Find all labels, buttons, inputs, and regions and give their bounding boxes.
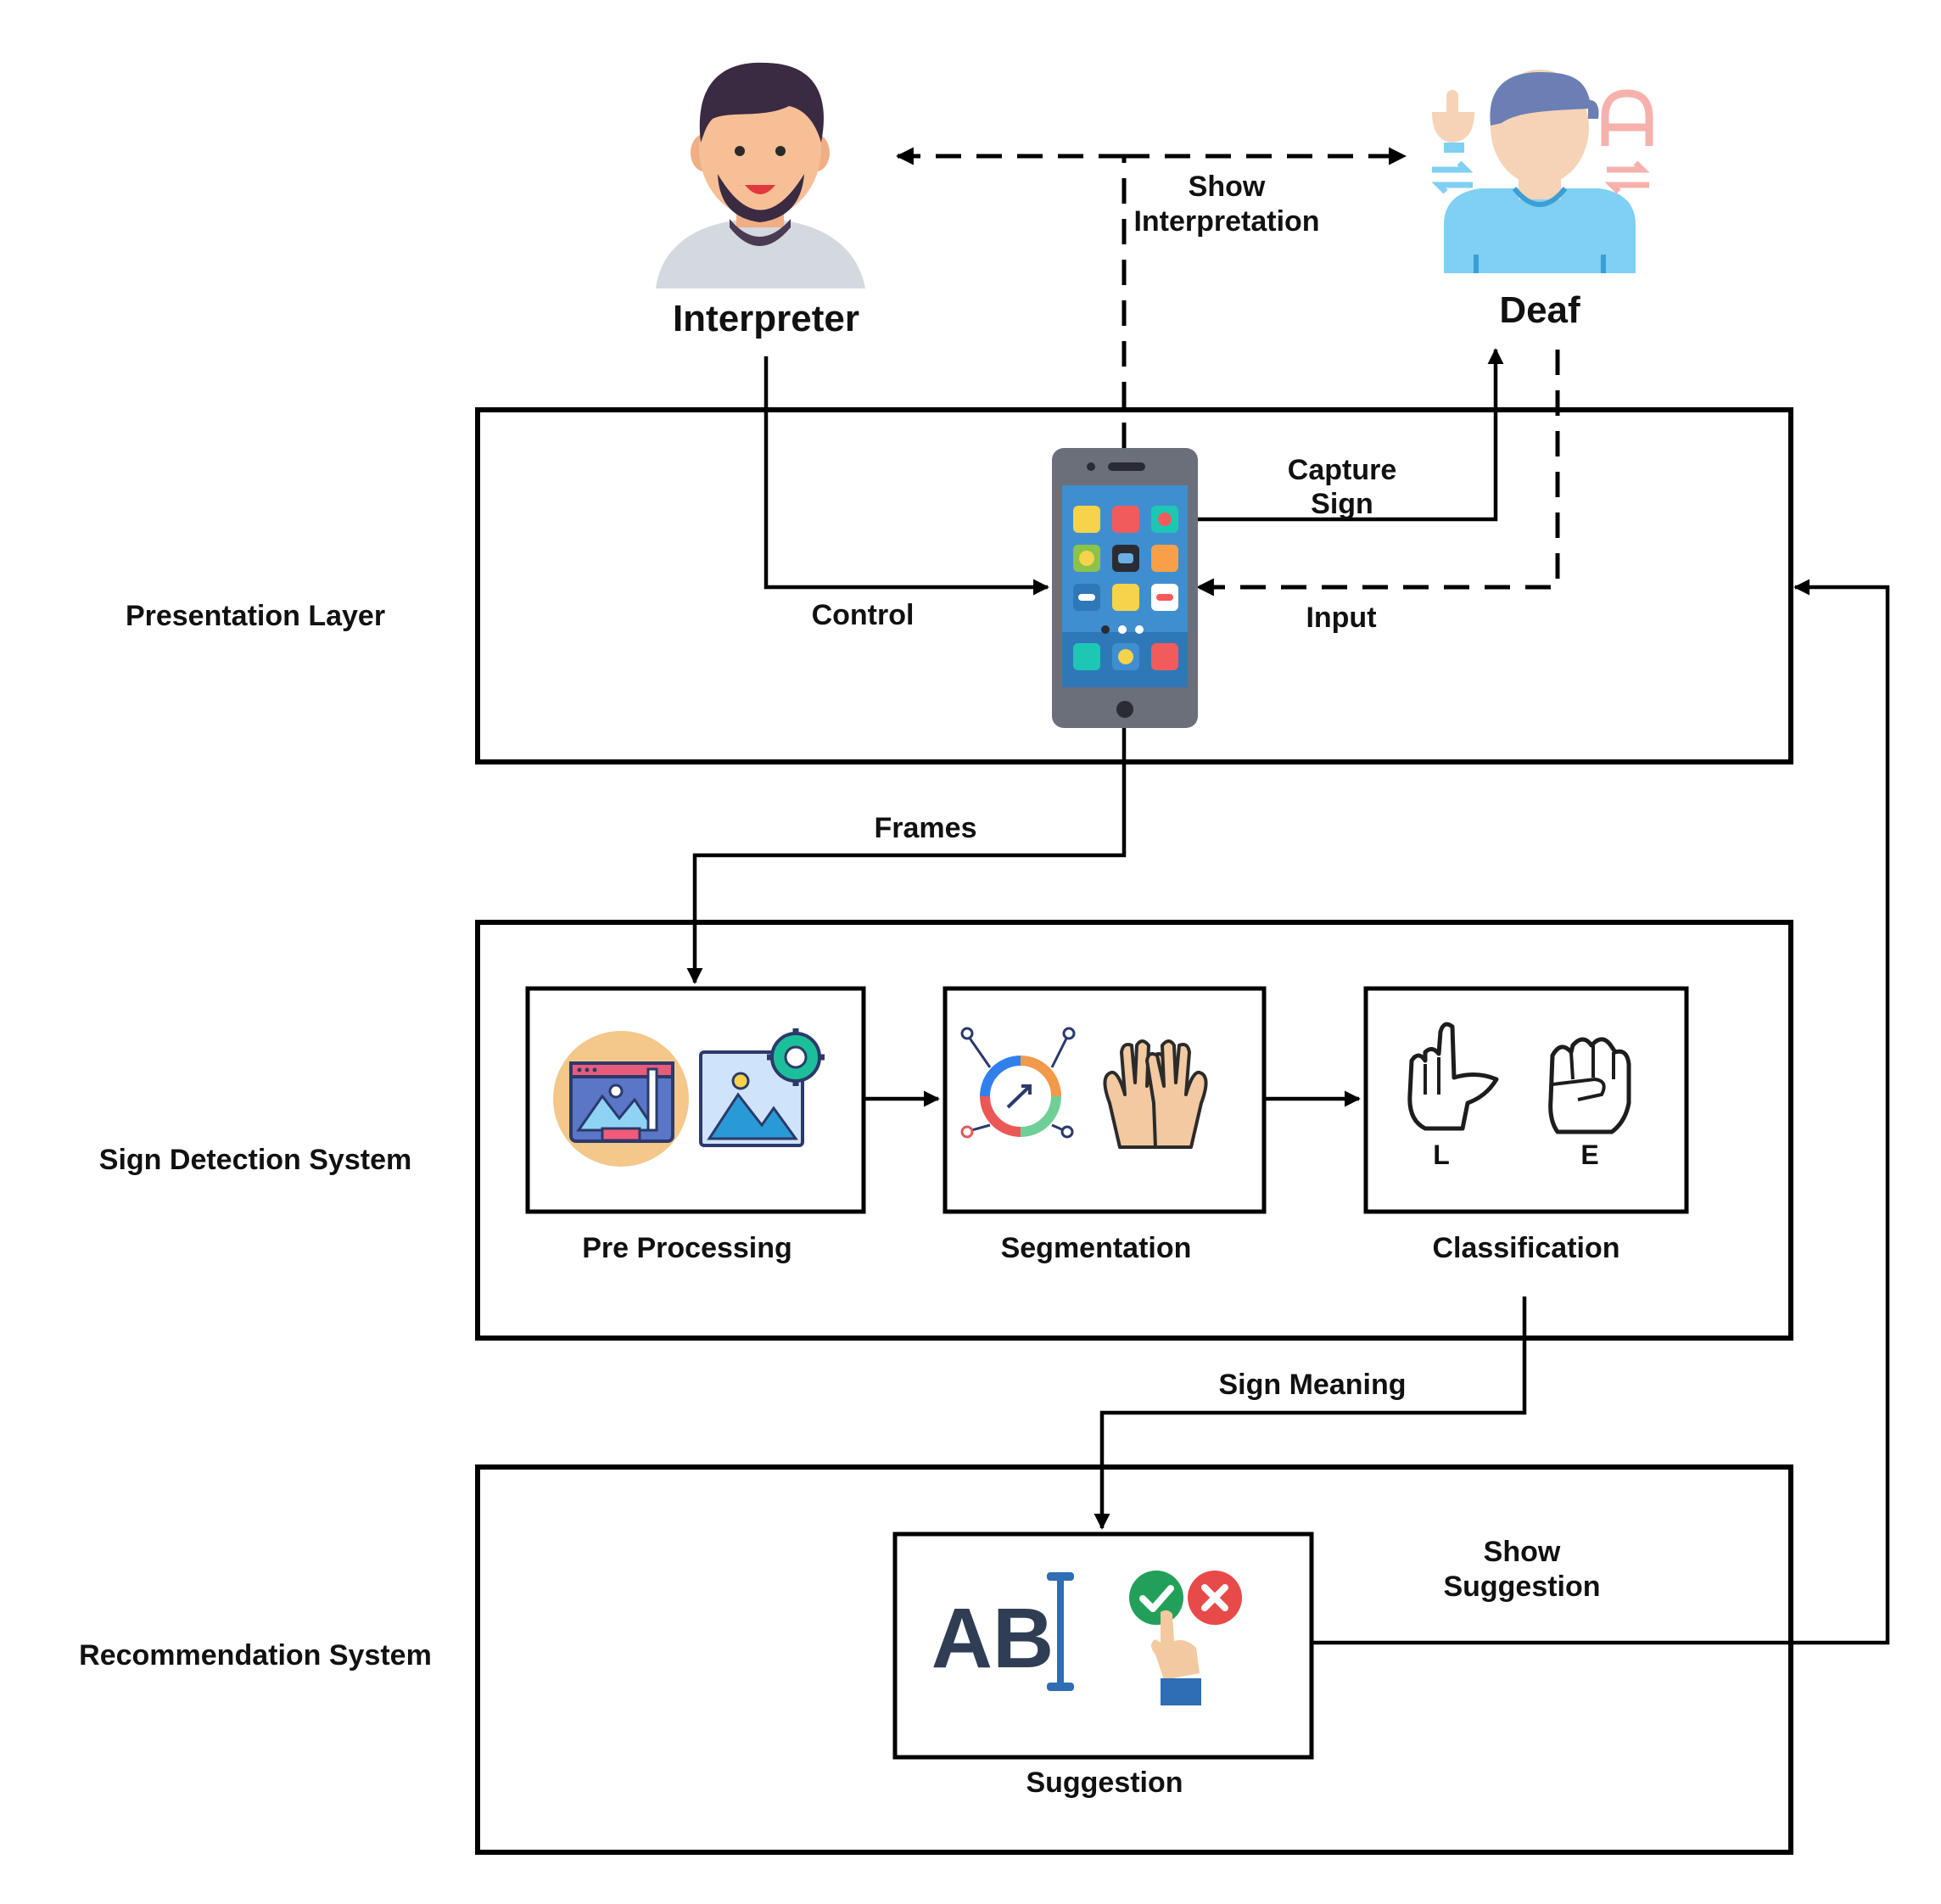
capture-sign-label-line1: Capture bbox=[1288, 454, 1396, 486]
segmentation-label: Segmentation bbox=[1001, 1232, 1192, 1264]
smartphone-apps-icon[interactable] bbox=[1052, 448, 1198, 728]
show-suggestion-label-line1: Show bbox=[1484, 1536, 1561, 1568]
segmentation-analytics-icon bbox=[960, 1027, 1076, 1139]
capture-sign-arrow bbox=[1196, 348, 1504, 522]
interpreter-avatar-icon bbox=[656, 62, 865, 288]
suggestion-label: Suggestion bbox=[1026, 1767, 1183, 1799]
sign-meaning-arrow bbox=[1094, 1296, 1527, 1530]
open-hands-icon bbox=[1103, 1039, 1208, 1149]
ab-text: AB bbox=[931, 1591, 1054, 1686]
recommendation-layer-label: Recommendation System bbox=[79, 1639, 432, 1672]
sign-meaning-label: Sign Meaning bbox=[1219, 1369, 1407, 1401]
frames-label: Frames bbox=[875, 812, 977, 844]
sign-letter-l: L bbox=[1433, 1140, 1450, 1170]
show-suggestion-arrow bbox=[1312, 579, 1890, 1645]
segmentation-box[interactable] bbox=[943, 986, 1267, 1214]
capture-sign-label-line2: Sign bbox=[1311, 488, 1373, 520]
pre-processing-label: Pre Processing bbox=[582, 1232, 792, 1264]
presentation-layer-label: Presentation Layer bbox=[126, 600, 385, 632]
control-label: Control bbox=[812, 599, 915, 631]
suggestion-box[interactable] bbox=[892, 1532, 1314, 1760]
deaf-avatar-icon bbox=[1431, 70, 1653, 273]
interpreter-label: Interpreter bbox=[673, 298, 859, 339]
text-cursor-and-approve-reject-icon: AB bbox=[931, 1571, 1242, 1705]
recommendation-layer-frame bbox=[475, 1464, 1793, 1855]
show-interpretation-label-line1: Show bbox=[1189, 171, 1266, 203]
show-suggestion-label-line2: Suggestion bbox=[1443, 1571, 1600, 1603]
sign-detection-layer-frame bbox=[475, 920, 1793, 1341]
sign-letter-e: E bbox=[1580, 1140, 1598, 1170]
control-arrow bbox=[764, 356, 1049, 596]
frames-arrow bbox=[686, 728, 1127, 984]
show-interpretation-label-line2: Interpretation bbox=[1133, 205, 1319, 238]
presentation-layer-frame bbox=[475, 407, 1793, 764]
image-processing-icon bbox=[553, 1028, 825, 1167]
sign-letter-hands-icon: L E bbox=[1407, 1022, 1631, 1170]
sign-detection-layer-label: Sign Detection System bbox=[99, 1144, 411, 1176]
input-label: Input bbox=[1306, 602, 1376, 634]
deaf-label: Deaf bbox=[1499, 289, 1580, 331]
classification-label: Classification bbox=[1432, 1232, 1619, 1264]
